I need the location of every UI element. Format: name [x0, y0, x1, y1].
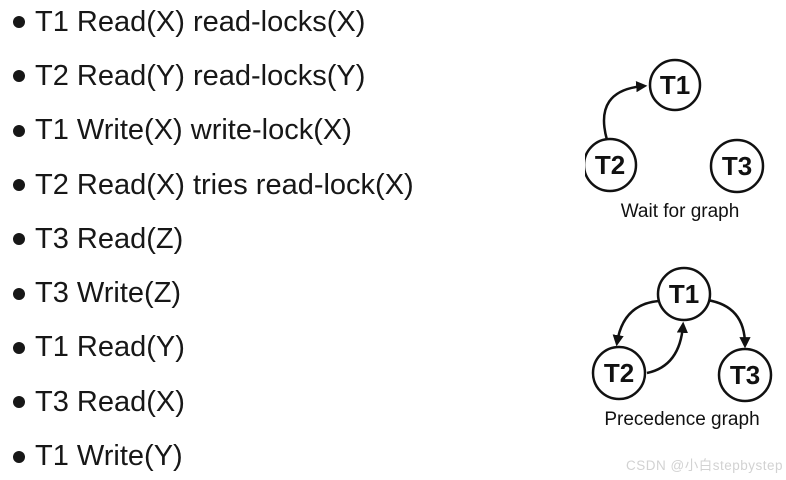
transaction-step-text: T2 Read(Y) read-locks(Y): [35, 59, 366, 92]
bullet-icon: [13, 233, 25, 246]
precedence-graph: T1 T2 T3 Precedence graph: [583, 262, 781, 431]
edge-t2-to-t1: [646, 321, 689, 375]
transaction-step-item: T3 Read(Z): [13, 212, 414, 266]
bullet-icon: [13, 70, 25, 83]
transaction-step-item: T1 Write(Y): [13, 429, 414, 480]
node-t3-label: T3: [730, 360, 760, 390]
node-t1-circle: [648, 58, 702, 112]
node-t3-circle: [717, 347, 773, 403]
bullet-icon: [13, 16, 25, 29]
transaction-step-item: T1 Read(X) read-locks(X): [13, 0, 414, 49]
node-t3-circle: [709, 138, 765, 194]
transaction-step-text: T1 Read(Y): [35, 331, 185, 364]
edge-t1-to-t3: [706, 298, 751, 349]
node-t1-circle: [656, 266, 712, 322]
bullet-icon: [13, 287, 25, 300]
transaction-step-item: T3 Write(Z): [13, 266, 414, 320]
wait-for-graph-canvas: T1 T2 T3: [585, 58, 765, 194]
transaction-step-item: T2 Read(X) tries read-lock(X): [13, 158, 414, 212]
bullet-icon: [13, 341, 25, 354]
node-t2-label: T2: [604, 358, 634, 388]
node-t3-label: T3: [722, 151, 752, 181]
node-t2-circle: [591, 345, 647, 401]
transaction-step-text: T3 Read(X): [35, 385, 185, 418]
transaction-step-text: T3 Read(Z): [35, 222, 184, 255]
watermark-text: CSDN @小白stepbystep: [626, 458, 783, 473]
wait-for-graph-caption: Wait for graph: [620, 201, 740, 222]
precedence-graph-caption: Precedence graph: [604, 409, 760, 430]
bullet-icon: [13, 450, 25, 463]
transaction-step-item: T3 Read(X): [13, 375, 414, 429]
node-t1-label: T1: [660, 70, 690, 100]
node-t2-label: T2: [595, 150, 625, 180]
precedence-graph-canvas: T1 T2 T3: [591, 266, 773, 403]
edge-t1-to-t2: [612, 299, 660, 347]
node-t1-label: T1: [669, 279, 699, 309]
transaction-step-text: T1 Write(Y): [35, 440, 183, 473]
node-t2-circle: [585, 137, 638, 193]
transaction-step-item: T1 Read(Y): [13, 321, 414, 375]
transaction-step-text: T1 Read(X) read-locks(X): [35, 5, 366, 38]
edge-t2-to-t1: [602, 81, 648, 141]
bullet-icon: [13, 179, 25, 192]
transaction-step-text: T3 Write(Z): [35, 277, 182, 310]
bullet-icon: [13, 396, 25, 409]
transaction-step-text: T2 Read(X) tries read-lock(X): [35, 168, 414, 201]
transaction-step-text: T1 Write(X) write-lock(X): [35, 114, 352, 147]
wait-for-graph: T1 T2 T3 Wait for graph: [585, 52, 775, 223]
bullet-icon: [13, 124, 25, 137]
transaction-step-item: T2 Read(Y) read-locks(Y): [13, 49, 414, 103]
transaction-steps-list: T1 Read(X) read-locks(X) T2 Read(Y) read…: [13, 0, 414, 480]
transaction-step-item: T1 Write(X) write-lock(X): [13, 104, 414, 158]
